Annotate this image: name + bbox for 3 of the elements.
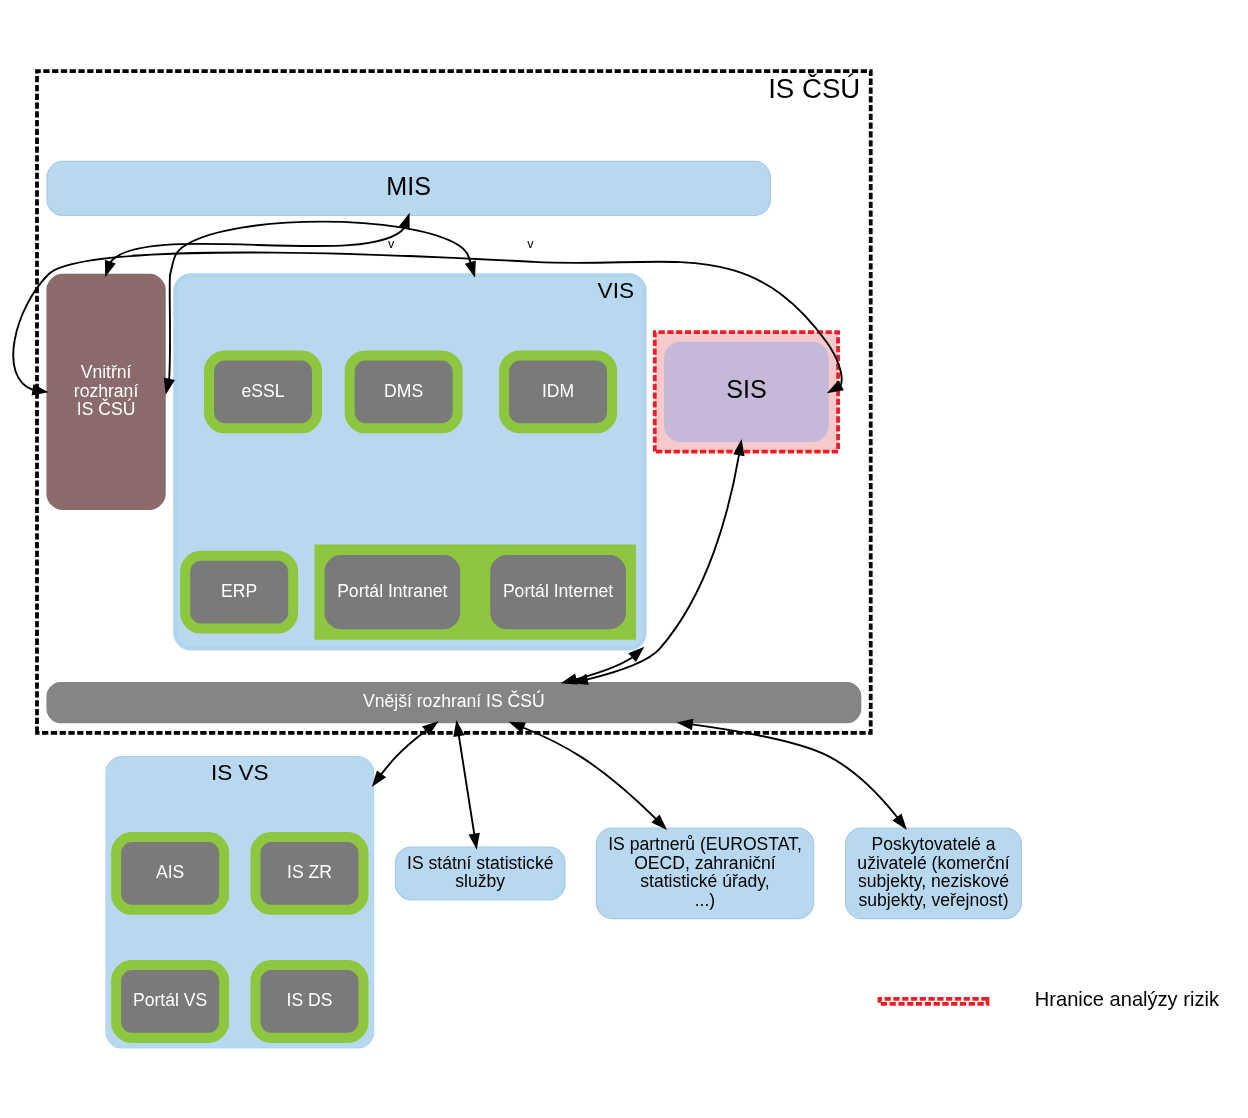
edge-label: v: [527, 236, 534, 251]
legend-label: Hranice analýzy rizik: [1034, 987, 1219, 1010]
edge-label: v: [387, 236, 395, 251]
